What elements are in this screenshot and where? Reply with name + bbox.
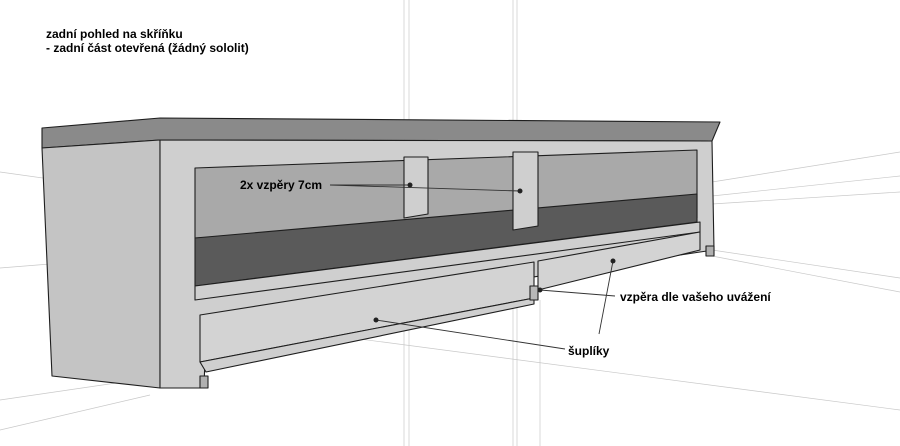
callout-drawers: šuplíky <box>568 344 610 358</box>
foot-left <box>199 375 209 389</box>
bottom-plinth <box>199 297 535 373</box>
drawer-right <box>537 231 701 291</box>
title-line-2: - zadní část otevřená (žádný sololit) <box>46 41 249 55</box>
support-post <box>529 285 539 301</box>
leader-lines <box>329 182 616 350</box>
title-line-1: zadní pohled na skříňku <box>46 27 183 41</box>
spacer-right <box>512 151 539 231</box>
foot-right <box>705 245 715 257</box>
callout-spacers: 2x vzpěry 7cm <box>240 178 322 192</box>
left-side-panel <box>41 139 161 389</box>
callout-support: vzpěra dle vašeho uvážení <box>620 290 771 304</box>
